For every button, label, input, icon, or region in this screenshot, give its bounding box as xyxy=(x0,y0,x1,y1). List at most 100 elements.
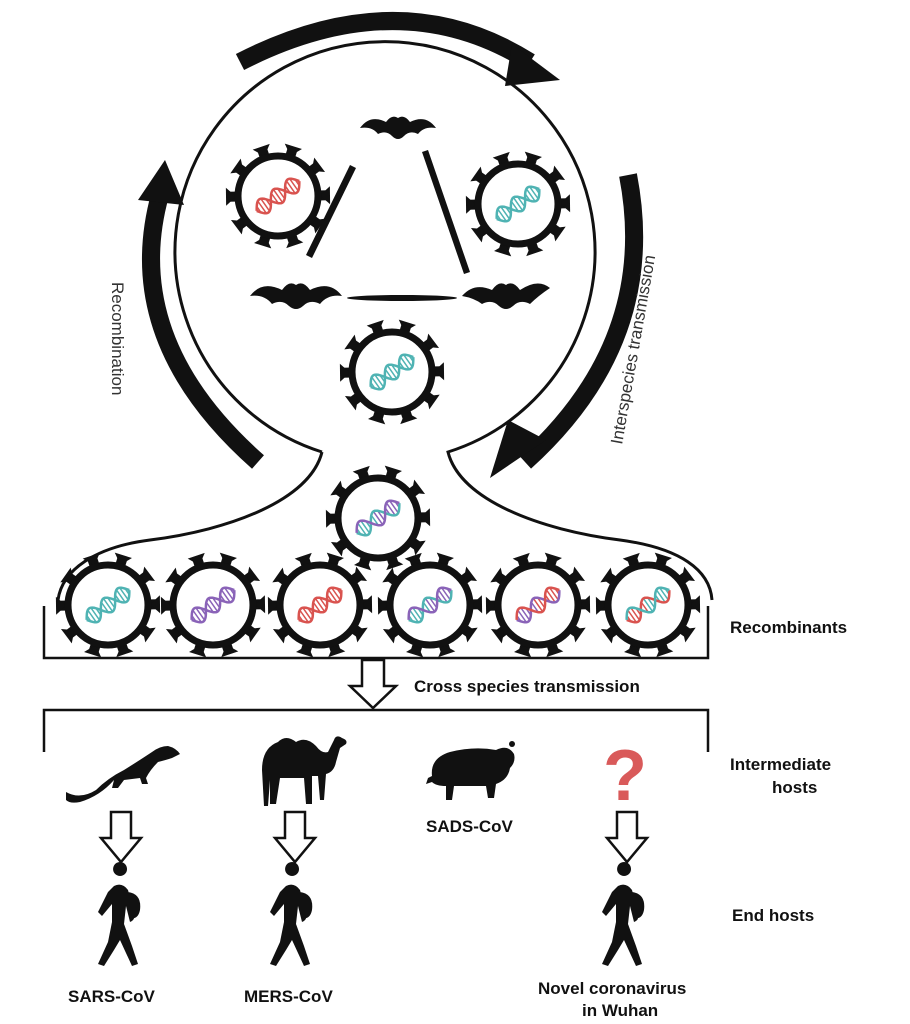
dna-rung xyxy=(525,188,536,202)
dna-rung xyxy=(391,364,400,376)
dna-rung xyxy=(115,589,126,603)
virus-spike-cap xyxy=(426,394,440,410)
recombination-label: Recombination xyxy=(108,282,127,395)
virus-spike-cap xyxy=(221,644,239,658)
intermediate-hosts-label-line1: Intermediate xyxy=(730,755,831,774)
top-cycle-arrow-head xyxy=(505,44,560,86)
virus-spike-cap xyxy=(433,362,445,381)
virus-spike-cap xyxy=(230,219,245,235)
dna-helix-icon xyxy=(355,499,401,537)
dna-rung xyxy=(302,607,313,621)
dna-rung xyxy=(272,189,284,203)
cycle-arrows xyxy=(138,12,644,478)
dna-rung xyxy=(422,601,431,613)
recombinant-4-icon xyxy=(377,552,483,658)
dna-strand xyxy=(190,586,235,620)
end-hosts-label: End hosts xyxy=(732,906,814,925)
virus-spike-cap xyxy=(377,596,389,615)
dna-rung xyxy=(220,589,231,603)
virus-spike-cap xyxy=(656,644,674,658)
intermediate-bracket xyxy=(42,708,710,752)
virus-spike-cap xyxy=(464,627,478,643)
person-icon-novel xyxy=(602,862,645,966)
dna-rung xyxy=(545,589,556,603)
cross-species-arrow xyxy=(346,658,400,710)
dna-rung xyxy=(437,589,448,603)
dna-rung xyxy=(299,609,309,623)
virus-spike-cap xyxy=(492,151,510,165)
dna-helix-icon xyxy=(297,586,343,624)
dna-rung xyxy=(314,598,326,612)
dna-rung xyxy=(389,500,399,514)
dna-strand xyxy=(515,586,560,620)
virus-spike-cap xyxy=(465,195,477,214)
virus-spike-cap xyxy=(219,552,237,565)
dna-rung xyxy=(520,607,531,621)
dna-strand xyxy=(86,590,131,624)
virus-spike-cap xyxy=(82,552,100,566)
dna-rung xyxy=(403,354,413,368)
virus-spike-cap xyxy=(187,552,205,566)
dna-strand xyxy=(356,503,401,537)
dna-strand xyxy=(626,590,671,624)
dna-rung xyxy=(441,587,451,601)
dna-rung xyxy=(655,589,666,603)
dna-rung xyxy=(319,597,328,609)
dna-strand xyxy=(495,185,540,219)
virus-spike-cap xyxy=(325,509,337,528)
dna-rung xyxy=(374,374,385,388)
virus-spike-cap xyxy=(294,552,312,566)
virus-spike-cap xyxy=(254,236,272,249)
dna-rung xyxy=(424,598,436,612)
dna-helix-icon xyxy=(407,586,453,624)
person-silhouette xyxy=(270,862,313,966)
dna-rung xyxy=(277,188,286,200)
dna-rung xyxy=(207,598,219,612)
virus-spike-cap xyxy=(622,552,640,566)
neck-virus-icon xyxy=(325,465,431,571)
dna-strand xyxy=(407,586,452,620)
virus-spike-cap xyxy=(247,627,261,643)
virus-spike-cap xyxy=(494,244,512,257)
dna-rung xyxy=(331,587,341,601)
virus-spike-cap xyxy=(425,333,440,349)
virus-spike-cap xyxy=(526,243,544,257)
dna-rung xyxy=(529,186,539,200)
dna-rung xyxy=(532,598,544,612)
dna-strand xyxy=(85,586,130,620)
dna-rung xyxy=(412,607,423,621)
top-cycle-arrow xyxy=(235,12,535,71)
pig-icon xyxy=(426,741,515,800)
dna-rung xyxy=(212,597,221,609)
virus-spike-cap xyxy=(330,480,344,496)
virus-spike-cap xyxy=(339,363,351,382)
virus-spike-cap xyxy=(361,595,373,614)
dna-rung xyxy=(399,356,410,370)
virus-spike-cap xyxy=(344,395,359,411)
left-cycle-arrow xyxy=(142,192,264,469)
virus-spike-cap xyxy=(600,567,614,583)
dna-strand xyxy=(496,189,541,223)
virus-spike-cap xyxy=(272,567,286,583)
virus-spike-cap xyxy=(312,218,326,234)
person-icon-mers xyxy=(270,862,313,966)
virus-spike-cap xyxy=(114,552,132,565)
dna-helix-icon xyxy=(369,353,415,391)
virus-spike-cap xyxy=(319,186,331,205)
virus-spike-cap xyxy=(160,596,172,615)
dna-rung xyxy=(537,597,546,609)
recombinant-1-icon xyxy=(55,552,161,658)
dna-rung xyxy=(90,607,101,621)
dna-rung xyxy=(107,597,116,609)
dna-helix-icon xyxy=(625,586,671,624)
dna-rung xyxy=(642,598,654,612)
virus-spike-cap xyxy=(551,165,566,181)
dna-rung xyxy=(372,511,384,525)
dna-rung xyxy=(512,197,524,211)
virus-spike-cap xyxy=(328,644,346,658)
virus-spike-cap xyxy=(579,595,591,614)
dna-rung xyxy=(260,198,271,212)
virus-spike-cap xyxy=(165,628,180,644)
virus-spike-cap xyxy=(552,226,566,242)
sars-cov-label: SARS-CoV xyxy=(68,987,156,1006)
